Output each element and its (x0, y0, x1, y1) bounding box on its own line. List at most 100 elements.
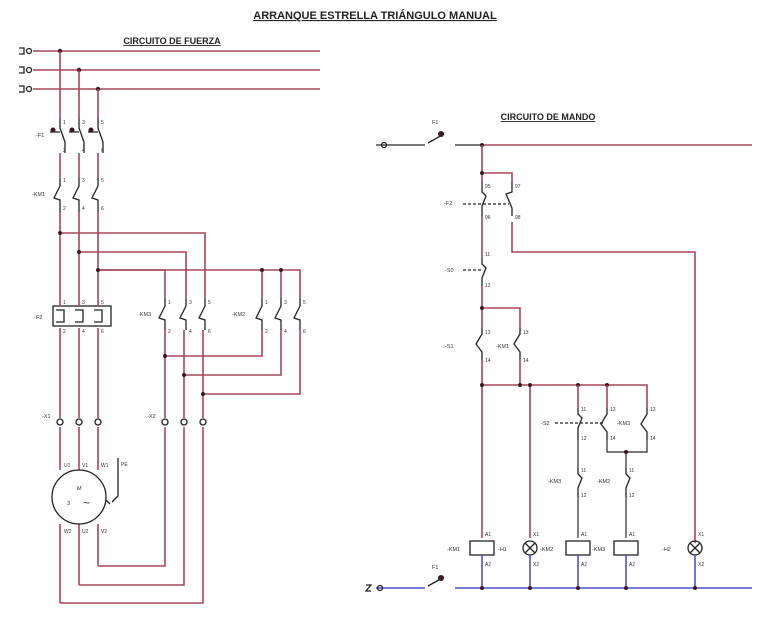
svg-text:PE: PE (121, 462, 128, 468)
label-x1: -X1 (42, 414, 51, 420)
svg-text:-H1: -H1 (498, 547, 507, 553)
label-s0: -S0 (445, 268, 454, 274)
svg-text:A2: A2 (629, 562, 635, 568)
terminal-strips: -X1 -X2 (42, 414, 206, 425)
svg-text:X2: X2 (698, 562, 704, 568)
label-control-f1: F1 (432, 120, 438, 126)
svg-text:14: 14 (650, 436, 656, 442)
svg-text:-KM3: -KM3 (592, 547, 605, 553)
svg-text:4: 4 (284, 329, 287, 335)
coil-km3 (614, 541, 638, 555)
svg-text:3: 3 (82, 300, 85, 306)
coil-km1 (470, 541, 494, 555)
svg-text:A1: A1 (629, 532, 635, 538)
svg-text:1: 1 (63, 300, 66, 306)
svg-text:12: 12 (485, 283, 491, 289)
label-km2-aux-nc: -KM2 (597, 479, 610, 485)
motor: M 3 ~ U1V1W1 PE W2U2V2 (52, 458, 128, 535)
svg-text:1: 1 (168, 300, 171, 306)
label-f2: -F2 (34, 315, 42, 321)
svg-text:6: 6 (101, 206, 104, 212)
label-f1: -F1 (36, 133, 44, 139)
svg-text:V2: V2 (101, 529, 107, 535)
label-s2: -S2 (541, 421, 550, 427)
svg-text:A2: A2 (485, 562, 491, 568)
s2-km3-branch: -S2 -KM3 111313 121414 -KM3 -KM2 1111 12… (541, 407, 656, 538)
svg-text:2: 2 (265, 329, 268, 335)
svg-text:F1: F1 (432, 565, 438, 571)
phase-conductors (60, 51, 98, 470)
svg-text:4: 4 (82, 329, 85, 335)
svg-text:2: 2 (63, 148, 66, 154)
svg-text:14: 14 (523, 358, 529, 364)
control-supply: F1 (376, 120, 752, 148)
label-km3-aux-no: -KM3 (617, 421, 630, 427)
coil-km2 (566, 541, 590, 555)
svg-text:U1: U1 (64, 463, 71, 469)
svg-text:6: 6 (101, 148, 104, 154)
neutral-line: F1 (366, 565, 752, 591)
contactor-km2-main: -KM2 1 3 5 2 4 6 (232, 298, 306, 335)
svg-text:-KM1: -KM1 (447, 547, 460, 553)
svg-text:X1: X1 (698, 532, 704, 538)
svg-text:13: 13 (610, 407, 616, 413)
svg-text:5: 5 (208, 300, 211, 306)
svg-text:6: 6 (303, 329, 306, 335)
svg-text:4: 4 (82, 148, 85, 154)
delta-branch-wires (58, 231, 300, 298)
svg-text:5: 5 (303, 300, 306, 306)
svg-text:13: 13 (485, 330, 491, 336)
svg-text:2: 2 (63, 329, 66, 335)
svg-text:~: ~ (83, 496, 90, 510)
svg-text:3: 3 (67, 501, 70, 507)
svg-text:12: 12 (581, 436, 587, 442)
svg-text:96: 96 (485, 215, 491, 221)
label-control-f2: -F2 (444, 201, 452, 207)
svg-text:14: 14 (485, 358, 491, 364)
svg-text:11: 11 (581, 468, 586, 474)
svg-text:V1: V1 (82, 463, 88, 469)
svg-text:1: 1 (265, 300, 268, 306)
svg-text:3: 3 (82, 120, 85, 126)
svg-text:14: 14 (610, 436, 616, 442)
label-s1: -S1 (445, 344, 454, 350)
breaker-f1: -F1 1 3 5 2 4 6 (36, 118, 104, 154)
svg-text:11: 11 (629, 468, 634, 474)
svg-text:U2: U2 (82, 529, 89, 535)
svg-text:2: 2 (63, 206, 66, 212)
supply-lines (19, 48, 320, 92)
svg-text:12: 12 (629, 493, 635, 499)
svg-text:5: 5 (101, 178, 104, 184)
svg-text:11: 11 (581, 407, 586, 413)
svg-text:98: 98 (515, 215, 521, 221)
label-km3: -KM3 (138, 312, 151, 318)
svg-text:A1: A1 (485, 532, 491, 538)
svg-text:13: 13 (523, 330, 529, 336)
svg-text:3: 3 (189, 300, 192, 306)
svg-text:1: 1 (63, 120, 66, 126)
svg-text:5: 5 (101, 120, 104, 126)
svg-text:6: 6 (101, 329, 104, 335)
svg-text:11: 11 (485, 252, 490, 258)
svg-text:A1: A1 (581, 532, 587, 538)
svg-text:13: 13 (650, 407, 656, 413)
svg-text:97: 97 (515, 184, 521, 190)
svg-text:5: 5 (101, 300, 104, 306)
svg-text:3: 3 (284, 300, 287, 306)
svg-text:X1: X1 (533, 532, 539, 538)
svg-text:-H2: -H2 (662, 547, 671, 553)
control-main-branch: -F2 9597 9698 -S0 1112 -S1 -KM1 1313 141… (444, 145, 695, 543)
svg-text:95: 95 (485, 184, 491, 190)
svg-text:6: 6 (208, 329, 211, 335)
svg-text:W1: W1 (101, 463, 109, 469)
label-x2: -X2 (147, 414, 156, 420)
svg-text:3: 3 (82, 178, 85, 184)
svg-text:A2: A2 (581, 562, 587, 568)
contactor-km3-main: -KM3 135 246 (138, 298, 211, 335)
svg-text:2: 2 (168, 329, 171, 335)
label-km2: -KM2 (232, 312, 245, 318)
svg-text:4: 4 (82, 206, 85, 212)
power-circuit-heading: CIRCUITO DE FUERZA (123, 36, 221, 46)
coils-and-lamps: -KM1 -H1 -KM2 -KM3 -H2 A1A2 X1X2 A1A2 A1… (447, 532, 704, 588)
svg-text:12: 12 (581, 493, 587, 499)
